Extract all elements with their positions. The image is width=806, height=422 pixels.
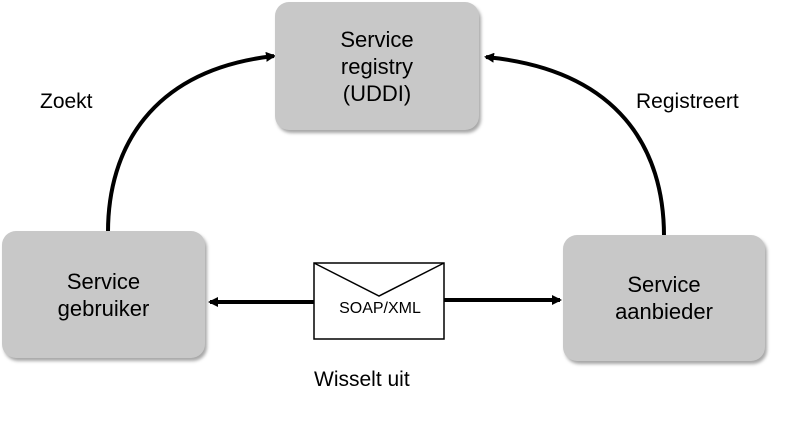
provider-line-2: aanbieder [615,299,713,324]
consumer-line-1: Service [66,268,141,294]
finds-arrow [106,51,276,233]
service-registry-node: Service registry (UDDI) [275,2,479,130]
registry-line-3: (UDDI) [342,80,412,106]
finds-label: Zoekt [40,90,93,113]
envelope-icon [313,262,445,340]
registry-line-1: Service [340,26,414,52]
registry-line-2: registry [340,53,414,79]
registers-arrow [484,52,666,237]
consumer-line-2: gebruiker [57,295,150,321]
service-provider-node: Service aanbieder [563,235,765,361]
message-format-label: SOAP/XML [339,300,421,317]
provider-line-1: Service [627,272,701,297]
exchanges-label: Wisselt uit [314,368,410,391]
service-consumer-node: Service gebruiker [2,231,205,358]
registers-label: Registreert [636,90,739,113]
